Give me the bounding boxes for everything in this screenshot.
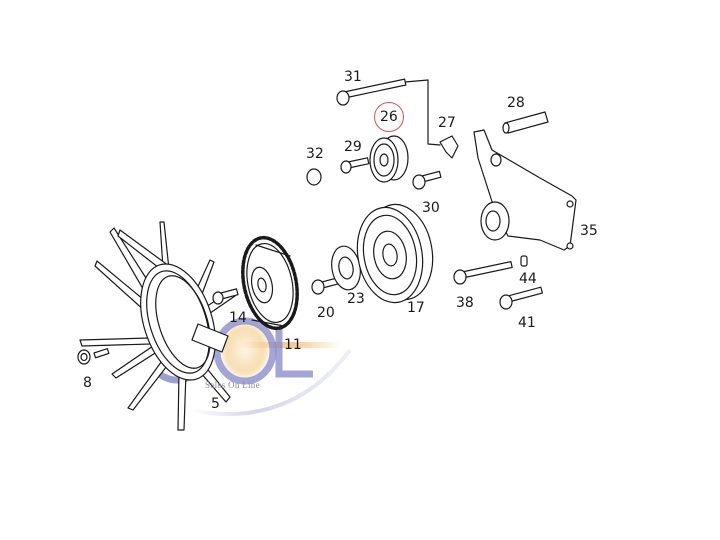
bolt-38 [453, 261, 513, 285]
callout-41: 41 [518, 315, 536, 331]
callout-26: 26 [380, 109, 398, 125]
bolt-30 [412, 170, 442, 190]
bolt-8 [77, 348, 110, 365]
callout-30: 30 [422, 200, 440, 216]
callout-14: 14 [229, 310, 247, 326]
watermark-tagline: Sales On Line [205, 380, 260, 390]
bolt-14 [212, 288, 239, 305]
callout-5: 5 [211, 396, 220, 412]
callout-38: 38 [456, 295, 474, 311]
highlight-circle-part-26 [374, 102, 404, 132]
callout-32: 32 [306, 146, 324, 162]
crankshaft-pulley [356, 203, 434, 304]
callout-20: 20 [317, 305, 335, 321]
callout-44: 44 [519, 271, 537, 287]
callout-35: 35 [580, 223, 598, 239]
cap-32 [306, 168, 322, 186]
callout-8: 8 [83, 375, 92, 391]
sleeve-28 [502, 111, 549, 134]
callout-29: 29 [344, 139, 362, 155]
tensioner-assembly-35 [473, 129, 577, 251]
fan-blade-assembly [79, 221, 236, 431]
bolt-41 [499, 286, 543, 310]
callout-11: 11 [284, 337, 302, 353]
callout-31: 31 [344, 69, 362, 85]
bracket-27 [439, 135, 459, 159]
idler-pulley-26 [369, 135, 409, 183]
fan-clutch [241, 235, 299, 331]
clip-44 [520, 255, 528, 267]
callout-17: 17 [407, 300, 425, 316]
bolt-29 [340, 157, 370, 174]
hub-plate [331, 245, 361, 291]
callout-28: 28 [507, 95, 525, 111]
callout-23: 23 [347, 291, 365, 307]
long-bolt-31 [336, 78, 441, 146]
callout-27: 27 [438, 115, 456, 131]
